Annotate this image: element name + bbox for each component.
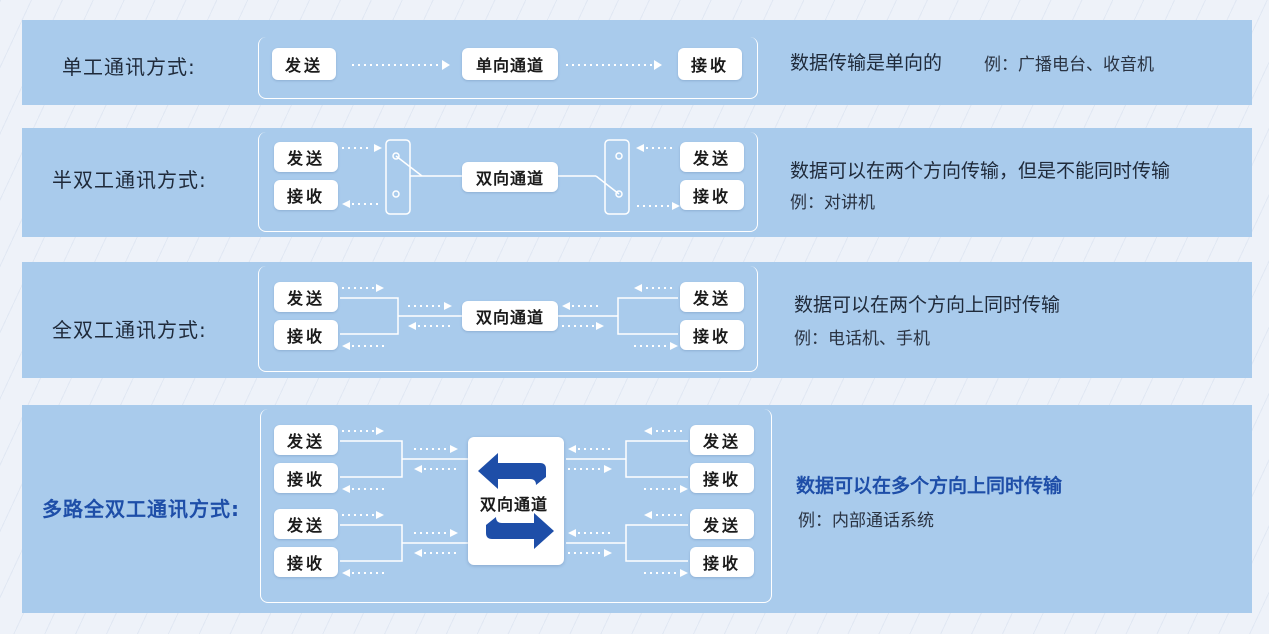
row-label-multi-full-duplex: 多路全双工通讯方式: — [42, 497, 240, 521]
row-label-full-duplex: 全双工通讯方式: — [52, 318, 207, 342]
channel-box: 双向通道 — [462, 162, 558, 192]
dotted-arrow-icon — [442, 60, 450, 70]
simplex-example: 例：广播电台、收音机 — [984, 55, 1154, 75]
switch-icon — [385, 139, 423, 215]
multi-full-duplex-panel: 多路全双工通讯方式: — [22, 405, 1252, 613]
full-duplex-frame — [258, 266, 758, 372]
receive-box-left-1: 接收 — [274, 463, 338, 493]
send-box-left: 发送 — [274, 142, 338, 172]
swap-arrows-icon — [478, 453, 554, 549]
half-duplex-wiring — [342, 139, 680, 215]
send-box-left-1: 发送 — [274, 425, 338, 455]
send-box-left-2: 发送 — [274, 509, 338, 539]
channel-box: 双向通道 — [462, 301, 558, 331]
simplex-description: 数据传输是单向的 — [790, 52, 943, 74]
receive-box: 接收 — [678, 48, 742, 80]
multi-full-duplex-frame — [260, 409, 772, 603]
send-box: 发送 — [272, 48, 336, 80]
simplex-frame — [258, 37, 758, 99]
half-duplex-example: 例：对讲机 — [790, 193, 875, 213]
send-box-right: 发送 — [680, 282, 744, 312]
half-duplex-description: 数据可以在两个方向传输，但是不能同时传输 — [790, 160, 1171, 182]
row-label-simplex: 单工通讯方式: — [62, 55, 196, 79]
send-box-right-2: 发送 — [690, 509, 754, 539]
dotted-arrow-icon — [654, 60, 662, 70]
receive-box-left: 接收 — [274, 320, 338, 350]
receive-box-right: 接收 — [680, 320, 744, 350]
simplex-panel: 单工通讯方式: 发送 单向通道 接收 数据传输是单向的 例：广播电台、收音机 — [22, 20, 1252, 105]
full-duplex-wiring — [340, 284, 678, 350]
send-box-left: 发送 — [274, 282, 338, 312]
receive-box-right-1: 接收 — [690, 463, 754, 493]
channel-label: 双向通道 — [480, 495, 549, 514]
receive-box-right: 接收 — [680, 180, 744, 210]
full-duplex-panel: 全双工通讯方式: 发送 接收 双向通道 发送 接收 数据可以在两个方向上同时传输… — [22, 262, 1252, 378]
multi-full-duplex-wiring — [340, 427, 688, 577]
send-box-right-1: 发送 — [690, 425, 754, 455]
row-label-half-duplex: 半双工通讯方式: — [52, 168, 207, 192]
switch-icon — [595, 139, 630, 215]
half-duplex-frame — [258, 132, 758, 232]
channel-box: 双向通道 — [468, 437, 564, 565]
full-duplex-description: 数据可以在两个方向上同时传输 — [794, 294, 1061, 316]
receive-box-right-2: 接收 — [690, 547, 754, 577]
half-duplex-panel: 半双工通讯方式: 发送 接收 双向通道 发送 接收 数据可以在两个方向 — [22, 128, 1252, 237]
receive-box-left: 接收 — [274, 180, 338, 210]
receive-box-left-2: 接收 — [274, 547, 338, 577]
channel-box: 单向通道 — [462, 48, 558, 80]
full-duplex-example: 例：电话机、手机 — [794, 329, 930, 349]
simplex-arrows — [352, 60, 662, 70]
send-box-right: 发送 — [680, 142, 744, 172]
multi-full-duplex-example: 例：内部通话系统 — [798, 511, 934, 531]
multi-full-duplex-description: 数据可以在多个方向上同时传输 — [796, 475, 1063, 497]
